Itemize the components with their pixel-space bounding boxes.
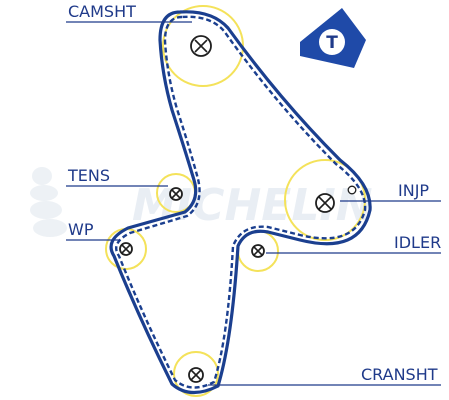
camsht-label: CAMSHT <box>68 2 136 21</box>
water-pump-hub <box>119 242 133 256</box>
belt-outer-line <box>109 10 372 395</box>
tens-label: TENS <box>67 166 110 185</box>
injp-label: INJP <box>398 181 429 200</box>
belt-inner-line <box>115 15 367 389</box>
tensioner-hub <box>169 187 183 201</box>
watermark-text: MICHELIN <box>132 180 373 231</box>
bibendum-figure <box>30 167 67 237</box>
injection-pump-hub <box>315 193 335 213</box>
timing-belt <box>109 10 372 395</box>
camshaft-hub <box>190 35 212 57</box>
timing-badge: T <box>300 8 366 68</box>
idler-label: IDLER <box>394 233 441 252</box>
badge-letter: T <box>326 33 338 53</box>
injection-pump-timing-mark <box>347 185 357 195</box>
crankshaft-pulley <box>173 351 219 397</box>
cransht-label: CRANSHT <box>361 365 438 384</box>
badge-circle <box>319 29 345 55</box>
idler-hub <box>251 244 265 258</box>
wp-label: WP <box>68 220 94 239</box>
crankshaft-hub <box>188 367 204 383</box>
